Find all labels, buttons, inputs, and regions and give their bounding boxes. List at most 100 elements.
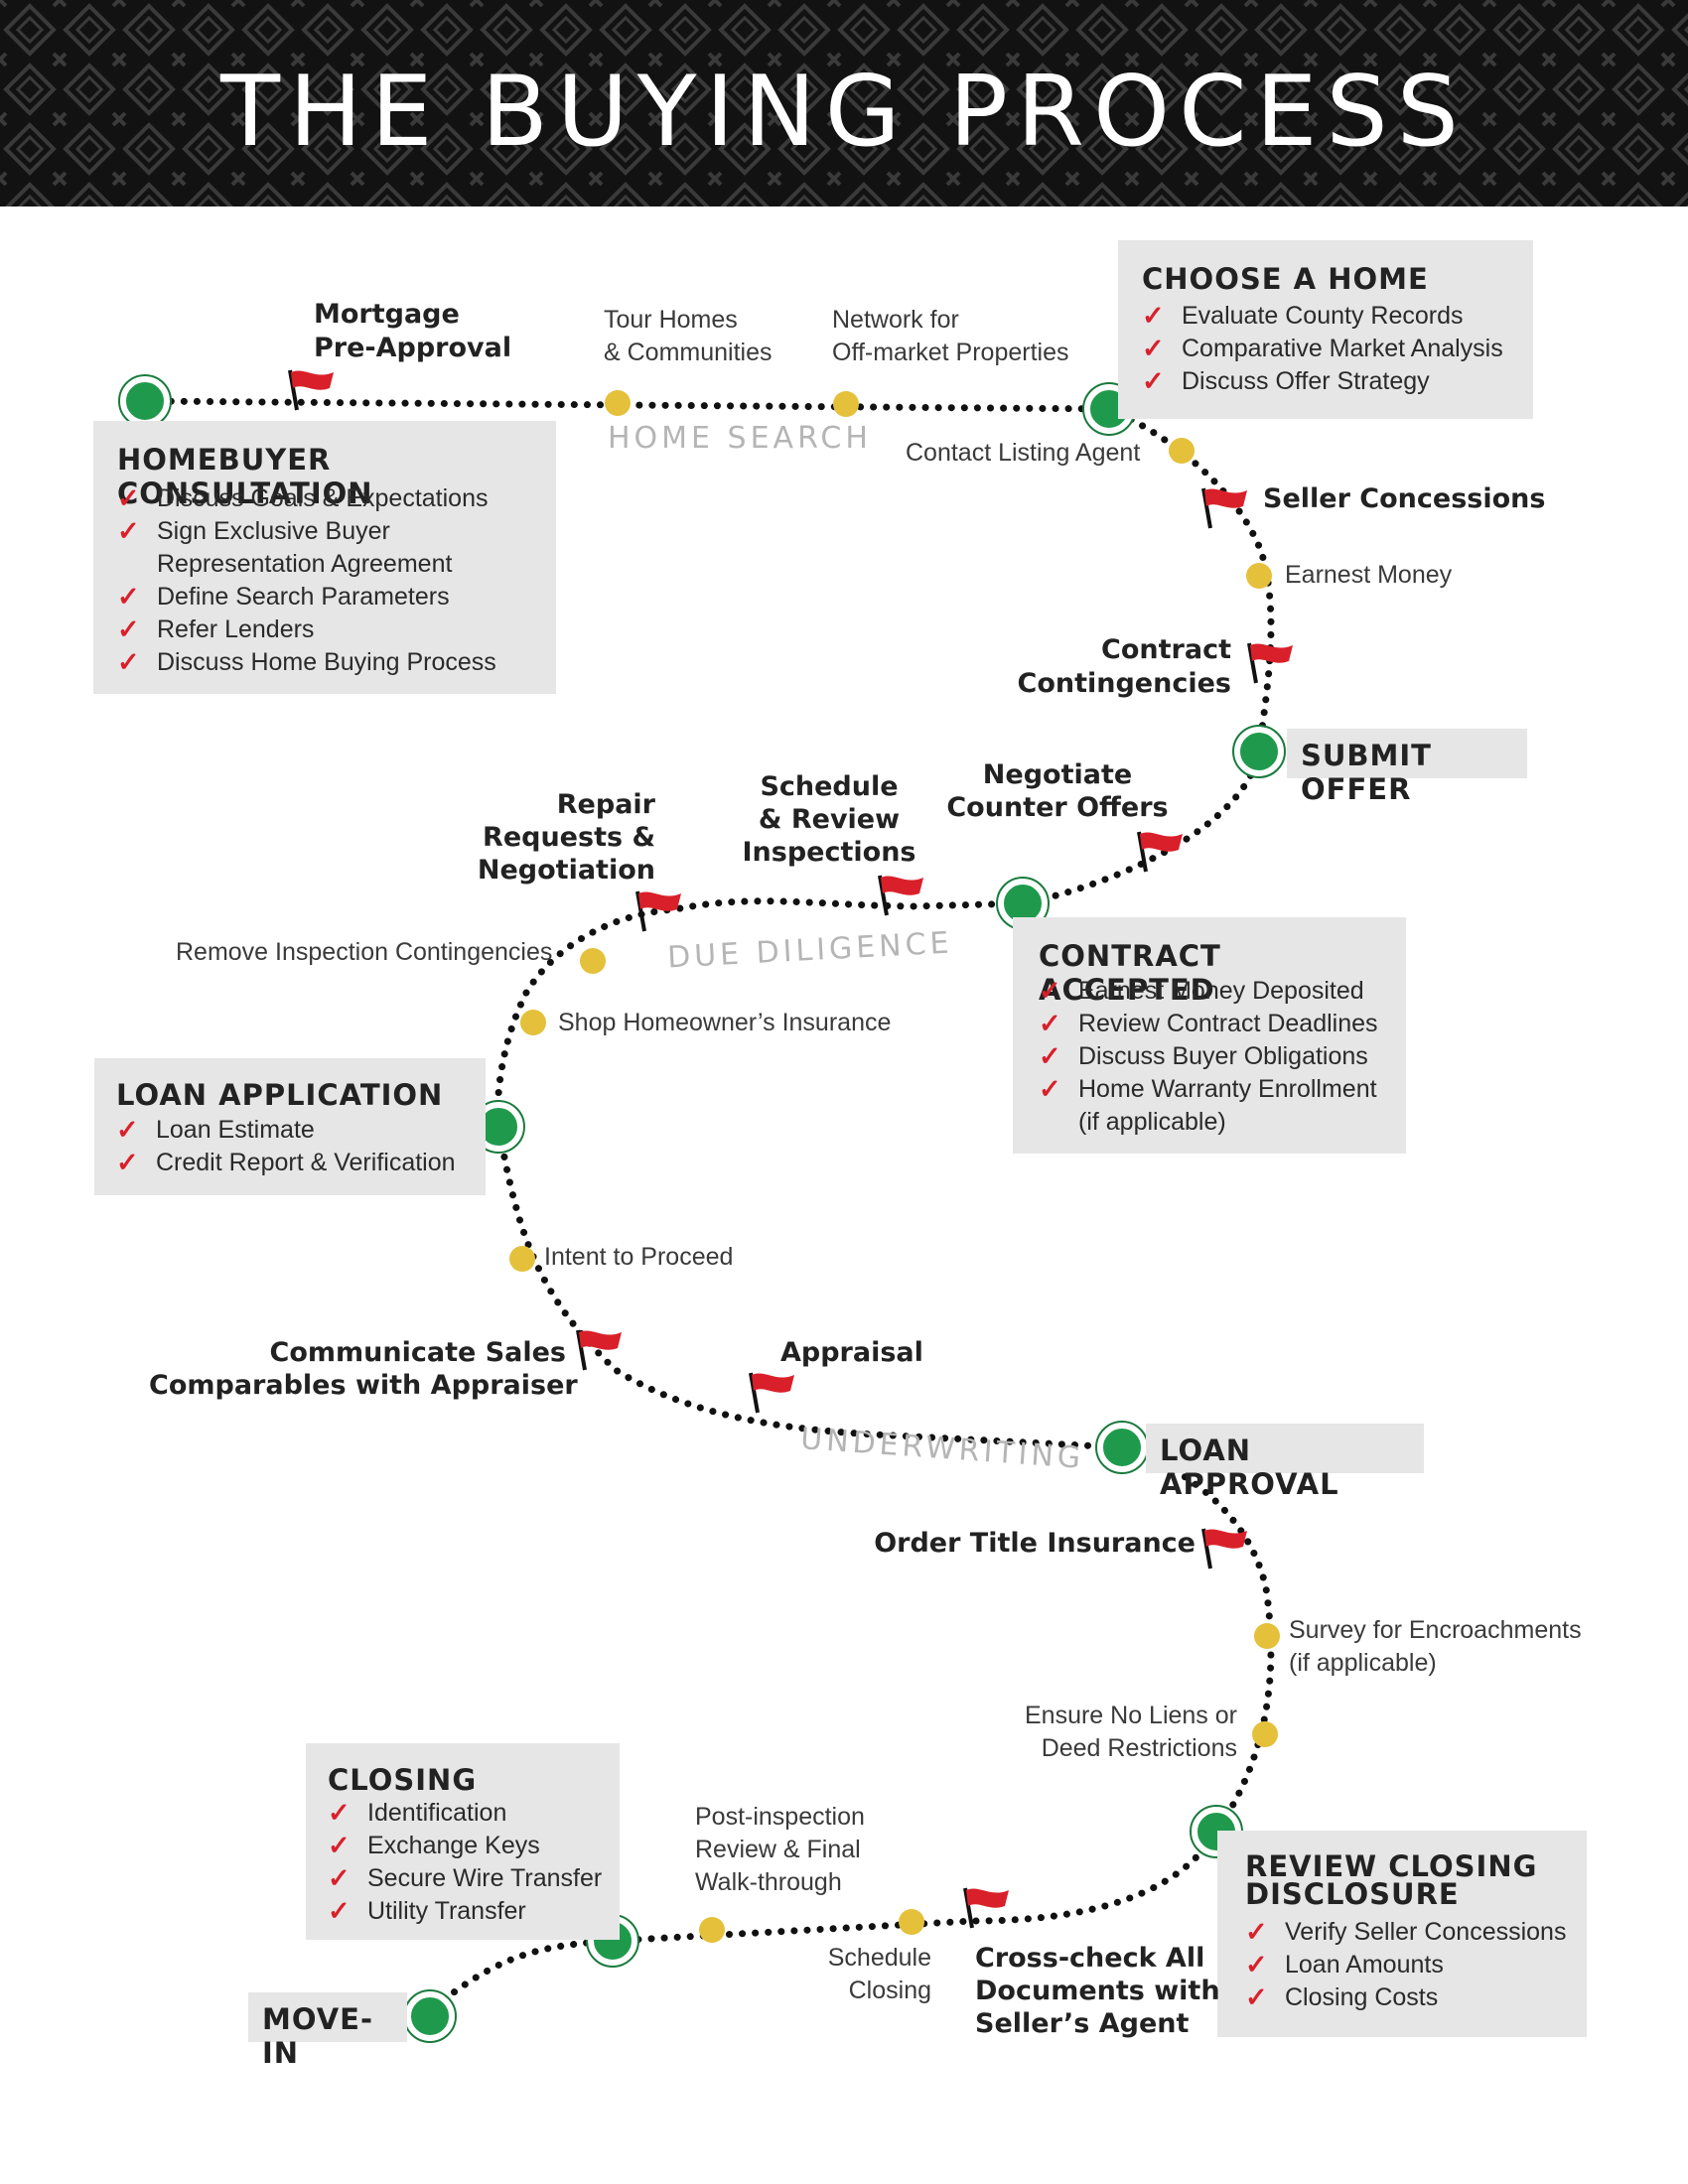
waypoint-label-shop-insurance: Shop Homeowner’s Insurance [558,1009,892,1036]
waypoint-label-tour: Tour Homes& Communities [604,306,773,366]
flag-repair-requests [635,889,683,933]
check-icon: ✓ [1245,1917,1268,1947]
waypoint-dots [509,390,1280,1943]
check-icon: ✓ [1142,366,1165,396]
milestone-consultation [120,376,170,426]
checklist-item: ✓Closing Costs [1245,1982,1439,2012]
box-title: LOAN APPROVAL [1160,1433,1339,1501]
checklist-item: ✓Loan Estimate [116,1115,315,1145]
loan-approval-box: LOAN APPROVAL [1146,1424,1424,1501]
check-icon: ✓ [117,614,140,644]
checklist-item: ✓Discuss Goals & Expectations [117,483,489,513]
waypoint-label-earnest-money: Earnest Money [1285,561,1453,589]
waypoint-earnest-money [1246,563,1272,589]
waypoint-shop-insurance [520,1010,546,1035]
choose-home-box: CHOOSE A HOME ✓Evaluate County Records ✓… [1118,240,1533,419]
waypoint-label-remove-inspection: Remove Inspection Contingencies [176,938,553,966]
submit-offer-box: SUBMIT OFFER [1287,729,1527,806]
check-icon: ✓ [1039,1041,1061,1071]
checklist-item: ✓Earnest Money Deposited [1039,976,1364,1006]
checklist-item: ✓Discuss Buyer Obligations [1039,1041,1368,1071]
check-icon: ✓ [328,1896,351,1926]
waypoint-survey [1254,1623,1280,1649]
phase-home-search: HOME SEARCH [608,421,872,456]
box-title: SUBMIT OFFER [1301,739,1432,806]
waypoint-tour [605,390,631,416]
check-icon: ✓ [1142,334,1165,363]
waypoint-contact-agent [1169,438,1195,464]
waypoint-liens [1252,1721,1278,1747]
waypoint-label-intent: Intent to Proceed [544,1243,734,1271]
closing-box: CLOSING ✓Identification ✓Exchange Keys ✓… [306,1743,620,1940]
flag-label-seller-concessions: Seller Concessions [1263,483,1546,514]
checklist-item: ✓Sign Exclusive Buyer [117,516,390,546]
waypoint-label-contact-agent: Contact Listing Agent [906,439,1141,467]
checklist-item: ✓Review Contract Deadlines [1039,1009,1378,1038]
check-icon: ✓ [328,1831,351,1860]
checklist-item: ✓Exchange Keys [328,1831,540,1860]
check-icon: ✓ [328,1863,351,1893]
check-icon: ✓ [116,1148,139,1177]
check-icon: ✓ [116,1115,139,1145]
checklist-item: ✓Discuss Home Buying Process [117,647,496,677]
check-icon: ✓ [1245,1982,1268,2012]
checklist-item: ✓Identification [328,1798,507,1828]
flag-label-appraisal: Appraisal [780,1337,923,1368]
box-title: CHOOSE A HOME [1142,262,1429,296]
checklist-item: ✓Verify Seller Concessions [1245,1917,1567,1947]
flag-label-order-title: Order Title Insurance [874,1528,1196,1559]
waypoint-label-survey: Survey for Encroachments(if applicable) [1289,1616,1582,1677]
homebuyer-consultation-box: HOMEBUYER CONSULTATION ✓Discuss Goals & … [93,421,556,694]
page-title: THE BUYING PROCESS [220,56,1468,169]
milestone-submit-offer [1234,727,1284,776]
contract-accepted-box: CONTRACT ACCEPTED ✓Earnest Money Deposit… [1013,917,1406,1154]
check-icon: ✓ [1039,1009,1061,1038]
checklist-item: ✓Discuss Offer Strategy [1142,366,1430,396]
milestone-loan-approval [1097,1423,1147,1472]
milestone-dots [118,374,1286,2043]
checklist-item: ✓Loan Amounts [1245,1950,1444,1979]
waypoint-network [833,391,859,417]
check-icon: ✓ [117,483,140,513]
loan-application-box: LOAN APPLICATION ✓Loan Estimate ✓Credit … [94,1058,486,1195]
waypoint-remove-inspection [580,948,606,974]
box-title: CONTRACT ACCEPTED [1039,939,1221,1007]
check-icon: ✓ [117,516,140,546]
checklist-item-continued: Representation Agreement [157,550,453,578]
box-title: HOMEBUYER CONSULTATION [117,443,373,510]
checklist-item: ✓Home Warranty Enrollment [1039,1074,1377,1104]
waypoint-post-inspection [699,1917,725,1943]
checklist-item-continued: (if applicable) [1078,1108,1226,1136]
checklist-item: ✓Secure Wire Transfer [328,1863,603,1893]
check-icon: ✓ [328,1798,351,1828]
checklist-item: ✓Evaluate County Records [1142,301,1464,331]
header-pattern [0,0,1688,206]
box-title: MOVE-IN [262,2002,374,2070]
checklist-item: ✓Define Search Parameters [117,582,450,612]
checklist-item: ✓Refer Lenders [117,614,315,644]
waypoint-schedule-closing [899,1909,924,1935]
check-icon: ✓ [117,582,140,612]
check-icon: ✓ [1245,1950,1268,1979]
milestone-move-in [405,1991,455,2041]
flag-appraisal [749,1371,796,1415]
checklist-item: ✓Utility Transfer [328,1896,526,1926]
waypoint-intent [509,1246,535,1272]
box-title: CLOSING [328,1763,478,1797]
check-icon: ✓ [1039,976,1061,1006]
check-icon: ✓ [117,647,140,677]
checklist-item: ✓Comparative Market Analysis [1142,334,1503,363]
move-in-box: MOVE-IN [248,1992,407,2070]
